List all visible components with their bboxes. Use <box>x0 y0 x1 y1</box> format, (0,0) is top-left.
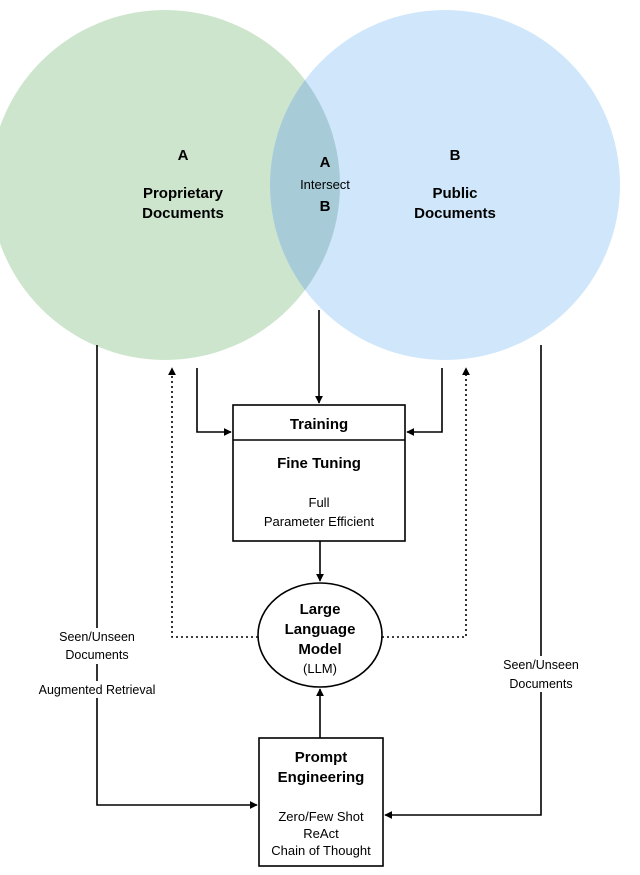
dotted-arrow-llm-to-circlea <box>168 367 258 638</box>
circle-b-letter: B <box>450 147 461 164</box>
prompt-engineering-box <box>258 737 384 867</box>
circle-b-label-line2: Documents <box>414 205 496 222</box>
arrow-left-retrieval-to-prompt <box>96 345 258 809</box>
left-augmented-retrieval: Augmented Retrieval <box>39 683 156 697</box>
fine-tuning-title: Fine Tuning <box>277 455 361 472</box>
right-documents: Documents <box>509 677 572 691</box>
circle-a-label-line1: Proprietary <box>143 185 224 202</box>
prompt-title-line2: Engineering <box>278 769 365 786</box>
intersect-word: Intersect <box>300 177 350 192</box>
llm-line1: Large <box>300 601 341 618</box>
llm-line2: Language <box>285 621 356 638</box>
arrow-circleb-to-training <box>406 368 443 436</box>
proprietary-documents-circle <box>0 10 340 360</box>
public-documents-circle <box>270 10 620 360</box>
prompt-title-line1: Prompt <box>295 749 348 766</box>
left-seen-unseen: Seen/Unseen <box>59 630 135 644</box>
prompt-react: ReAct <box>303 826 339 841</box>
llm-line3: Model <box>298 641 341 658</box>
intersect-top-letter: A <box>320 154 331 171</box>
arrow-circlea-to-training <box>196 368 232 436</box>
fine-tuning-full: Full <box>309 495 330 510</box>
circle-a-label-line2: Documents <box>142 205 224 222</box>
fine-tuning-parameter-efficient: Parameter Efficient <box>264 514 375 529</box>
llm-line4: (LLM) <box>303 661 337 676</box>
circle-a-letter: A <box>178 147 189 164</box>
training-box-header: Training <box>290 416 348 433</box>
arrow-right-retrieval-to-prompt <box>384 345 542 819</box>
prompt-chain-of-thought: Chain of Thought <box>271 843 371 858</box>
training-box <box>232 404 406 542</box>
right-seen-unseen: Seen/Unseen <box>503 658 579 672</box>
intersect-bottom-letter: B <box>320 198 331 215</box>
prompt-zero-few-shot: Zero/Few Shot <box>278 809 364 824</box>
llm-ellipse <box>257 582 383 688</box>
left-documents: Documents <box>65 648 128 662</box>
circle-b-label-line1: Public <box>432 185 477 202</box>
